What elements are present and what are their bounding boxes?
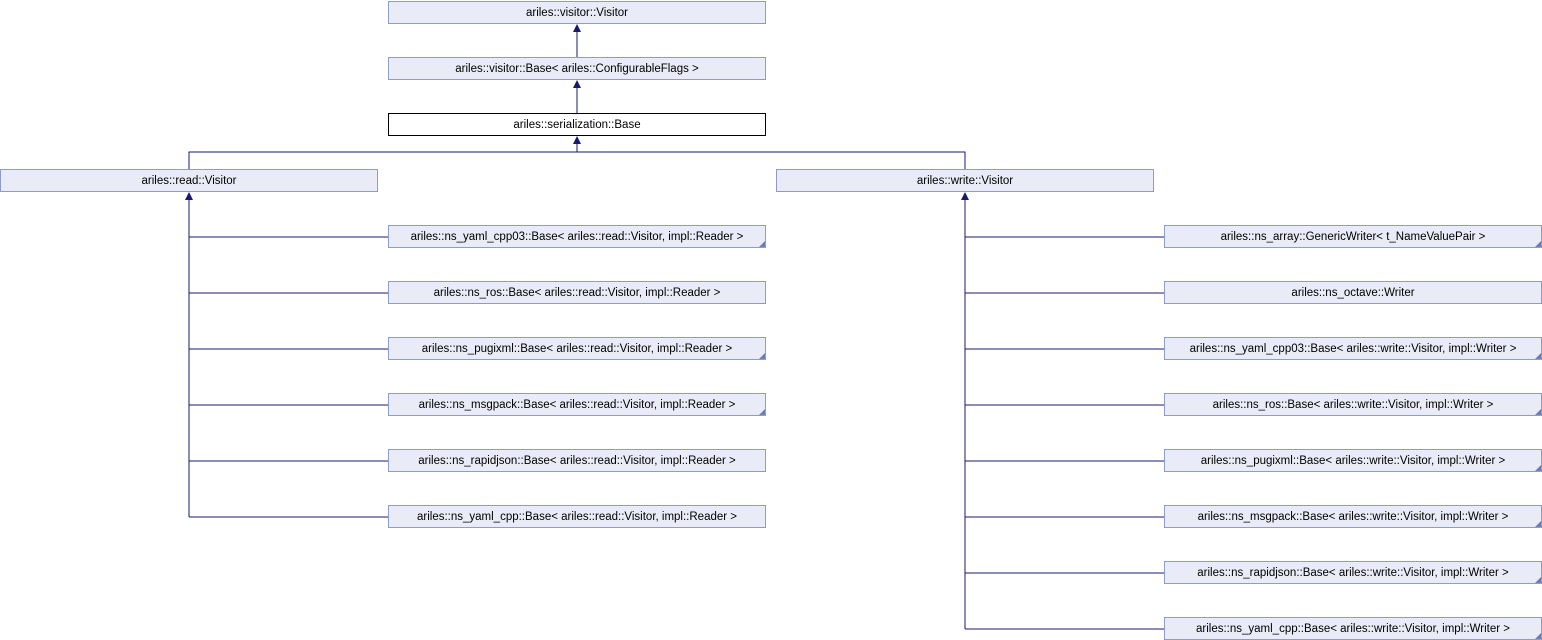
node-read-visitor[interactable]: ariles::read::Visitor [0, 169, 378, 192]
node-visitor-visitor[interactable]: ariles::visitor::Visitor [388, 1, 766, 24]
node-read-yaml-cpp03[interactable]: ariles::ns_yaml_cpp03::Base< ariles::rea… [388, 225, 766, 248]
node-write-rapidjson[interactable]: ariles::ns_rapidjson::Base< ariles::writ… [1164, 561, 1542, 584]
node-write-octave[interactable]: ariles::ns_octave::Writer [1164, 281, 1542, 304]
node-write-ros[interactable]: ariles::ns_ros::Base< ariles::write::Vis… [1164, 393, 1542, 416]
node-write-visitor[interactable]: ariles::write::Visitor [776, 169, 1154, 192]
node-write-generic-writer[interactable]: ariles::ns_array::GenericWriter< t_NameV… [1164, 225, 1542, 248]
edge-write-visitor-to-serialization-base [577, 151, 966, 169]
node-write-yaml-cpp03[interactable]: ariles::ns_yaml_cpp03::Base< ariles::wri… [1164, 337, 1542, 360]
node-read-yaml-cpp[interactable]: ariles::ns_yaml_cpp::Base< ariles::read:… [388, 505, 766, 528]
node-read-ros[interactable]: ariles::ns_ros::Base< ariles::read::Visi… [388, 281, 766, 304]
node-write-pugixml[interactable]: ariles::ns_pugixml::Base< ariles::write:… [1164, 449, 1542, 472]
node-read-rapidjson[interactable]: ariles::ns_rapidjson::Base< ariles::read… [388, 449, 766, 472]
node-write-msgpack[interactable]: ariles::ns_msgpack::Base< ariles::write:… [1164, 505, 1542, 528]
node-visitor-base[interactable]: ariles::visitor::Base< ariles::Configura… [388, 57, 766, 80]
node-write-yaml-cpp[interactable]: ariles::ns_yaml_cpp::Base< ariles::write… [1164, 617, 1542, 640]
node-read-msgpack[interactable]: ariles::ns_msgpack::Base< ariles::read::… [388, 393, 766, 416]
edge-read-visitor-to-serialization-base [188, 136, 581, 169]
node-serialization-base: ariles::serialization::Base [388, 113, 766, 136]
node-read-pugixml[interactable]: ariles::ns_pugixml::Base< ariles::read::… [388, 337, 766, 360]
